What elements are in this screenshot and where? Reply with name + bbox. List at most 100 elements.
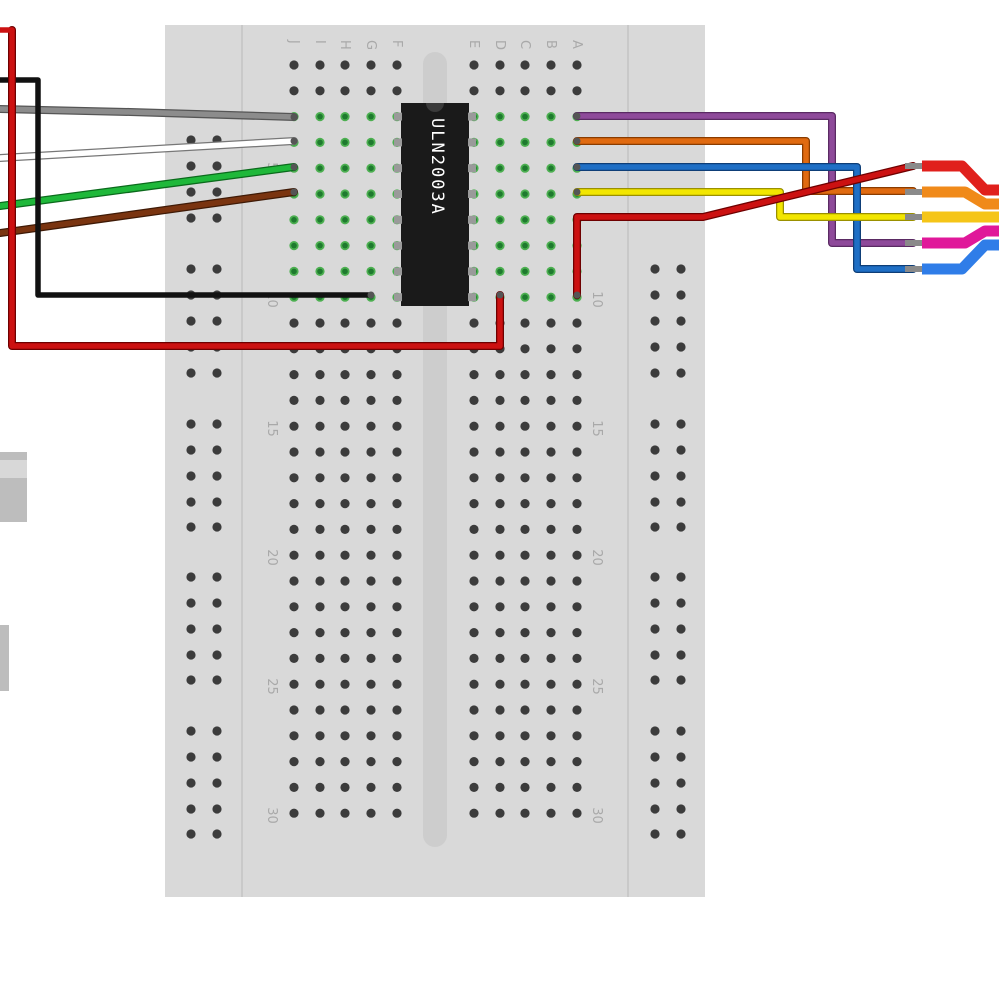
power-rail-hole[interactable] <box>186 522 196 532</box>
breadboard-hole[interactable] <box>572 473 582 483</box>
power-rail-hole[interactable] <box>212 624 222 634</box>
breadboard-hole[interactable] <box>392 447 402 457</box>
power-rail-hole[interactable] <box>650 829 660 839</box>
breadboard-hole[interactable] <box>289 782 299 793</box>
breadboard-hole[interactable] <box>495 473 505 483</box>
breadboard-hole[interactable] <box>366 679 376 689</box>
power-rail-hole[interactable] <box>186 187 196 197</box>
breadboard-hole[interactable] <box>520 499 530 509</box>
power-rail-hole[interactable] <box>676 675 686 685</box>
power-rail-hole[interactable] <box>676 419 686 429</box>
breadboard-hole[interactable] <box>546 473 556 483</box>
breadboard-hole[interactable] <box>340 499 350 509</box>
breadboard-hole[interactable] <box>520 679 530 689</box>
power-rail-hole[interactable] <box>676 804 686 814</box>
breadboard-hole[interactable] <box>392 602 402 612</box>
breadboard-hole[interactable] <box>520 705 530 715</box>
breadboard-hole[interactable] <box>520 808 530 818</box>
power-rail-hole[interactable] <box>212 497 222 507</box>
breadboard-hole[interactable] <box>289 705 299 715</box>
breadboard-hole[interactable] <box>495 499 505 509</box>
breadboard-hole[interactable] <box>289 60 299 70</box>
power-rail-hole[interactable] <box>212 752 222 762</box>
breadboard-hole[interactable] <box>392 86 402 96</box>
power-rail-hole[interactable] <box>186 213 196 223</box>
breadboard-hole[interactable] <box>546 653 556 664</box>
breadboard-hole[interactable] <box>392 679 402 689</box>
breadboard-hole[interactable] <box>469 550 479 560</box>
breadboard-hole[interactable] <box>520 60 530 70</box>
breadboard-hole[interactable] <box>469 782 479 793</box>
breadboard-hole[interactable] <box>495 524 505 535</box>
breadboard-hole[interactable] <box>366 395 376 405</box>
power-rail-hole[interactable] <box>676 752 686 762</box>
breadboard-hole[interactable] <box>495 679 505 689</box>
breadboard-hole[interactable] <box>366 499 376 509</box>
breadboard-hole[interactable] <box>572 679 582 689</box>
breadboard-hole[interactable] <box>289 628 299 638</box>
breadboard-hole[interactable] <box>520 757 530 767</box>
breadboard-hole[interactable] <box>546 705 556 715</box>
breadboard-hole[interactable] <box>572 344 582 354</box>
power-rail-hole[interactable] <box>650 264 660 274</box>
breadboard-hole[interactable] <box>469 447 479 457</box>
breadboard-hole[interactable] <box>340 628 350 638</box>
breadboard-hole[interactable] <box>520 602 530 612</box>
power-rail-hole[interactable] <box>186 624 196 634</box>
power-rail-hole[interactable] <box>676 471 686 481</box>
breadboard-hole[interactable] <box>289 318 299 328</box>
breadboard-hole[interactable] <box>546 499 556 509</box>
uln2003a-chip[interactable]: ULN2003A <box>394 103 476 306</box>
breadboard-hole[interactable] <box>520 524 530 535</box>
breadboard-hole[interactable] <box>315 576 325 586</box>
breadboard-hole[interactable] <box>469 653 479 664</box>
breadboard-hole[interactable] <box>495 447 505 457</box>
breadboard-hole[interactable] <box>572 524 582 535</box>
power-rail-hole[interactable] <box>650 726 660 736</box>
power-rail-hole[interactable] <box>650 752 660 762</box>
breadboard-hole[interactable] <box>366 370 376 380</box>
breadboard-hole[interactable] <box>572 86 582 96</box>
power-rail-hole[interactable] <box>212 161 222 171</box>
breadboard-hole[interactable] <box>546 447 556 457</box>
breadboard-hole[interactable] <box>546 344 556 354</box>
breadboard-hole[interactable] <box>495 86 505 96</box>
power-rail-hole[interactable] <box>676 342 686 352</box>
power-rail-hole[interactable] <box>212 522 222 532</box>
breadboard-hole[interactable] <box>495 731 505 741</box>
breadboard-hole[interactable] <box>392 499 402 509</box>
breadboard-hole[interactable] <box>315 447 325 457</box>
breadboard-hole[interactable] <box>572 602 582 612</box>
power-rail-hole[interactable] <box>676 624 686 634</box>
breadboard-hole[interactable] <box>315 653 325 664</box>
breadboard-hole[interactable] <box>340 60 350 70</box>
breadboard-hole[interactable] <box>315 808 325 818</box>
breadboard-hole[interactable] <box>469 602 479 612</box>
breadboard-hole[interactable] <box>315 524 325 535</box>
breadboard-hole[interactable] <box>315 370 325 380</box>
power-rail-hole[interactable] <box>676 726 686 736</box>
breadboard-hole[interactable] <box>366 524 376 535</box>
power-rail-hole[interactable] <box>212 187 222 197</box>
power-rail-hole[interactable] <box>650 650 660 660</box>
breadboard-hole[interactable] <box>315 318 325 328</box>
breadboard-hole[interactable] <box>392 550 402 560</box>
breadboard-hole[interactable] <box>469 318 479 328</box>
breadboard-hole[interactable] <box>315 395 325 405</box>
breadboard-hole[interactable] <box>340 782 350 793</box>
power-rail-hole[interactable] <box>676 522 686 532</box>
power-rail-hole[interactable] <box>676 829 686 839</box>
breadboard-hole[interactable] <box>546 395 556 405</box>
breadboard-hole[interactable] <box>289 524 299 535</box>
breadboard-hole[interactable] <box>572 499 582 509</box>
breadboard-hole[interactable] <box>469 679 479 689</box>
breadboard-hole[interactable] <box>315 499 325 509</box>
breadboard-hole[interactable] <box>520 653 530 664</box>
breadboard-hole[interactable] <box>392 653 402 664</box>
power-rail-hole[interactable] <box>186 572 196 582</box>
breadboard-hole[interactable] <box>392 576 402 586</box>
breadboard-hole[interactable] <box>340 86 350 96</box>
breadboard-hole[interactable] <box>315 705 325 715</box>
breadboard-hole[interactable] <box>366 782 376 793</box>
breadboard-hole[interactable] <box>366 757 376 767</box>
